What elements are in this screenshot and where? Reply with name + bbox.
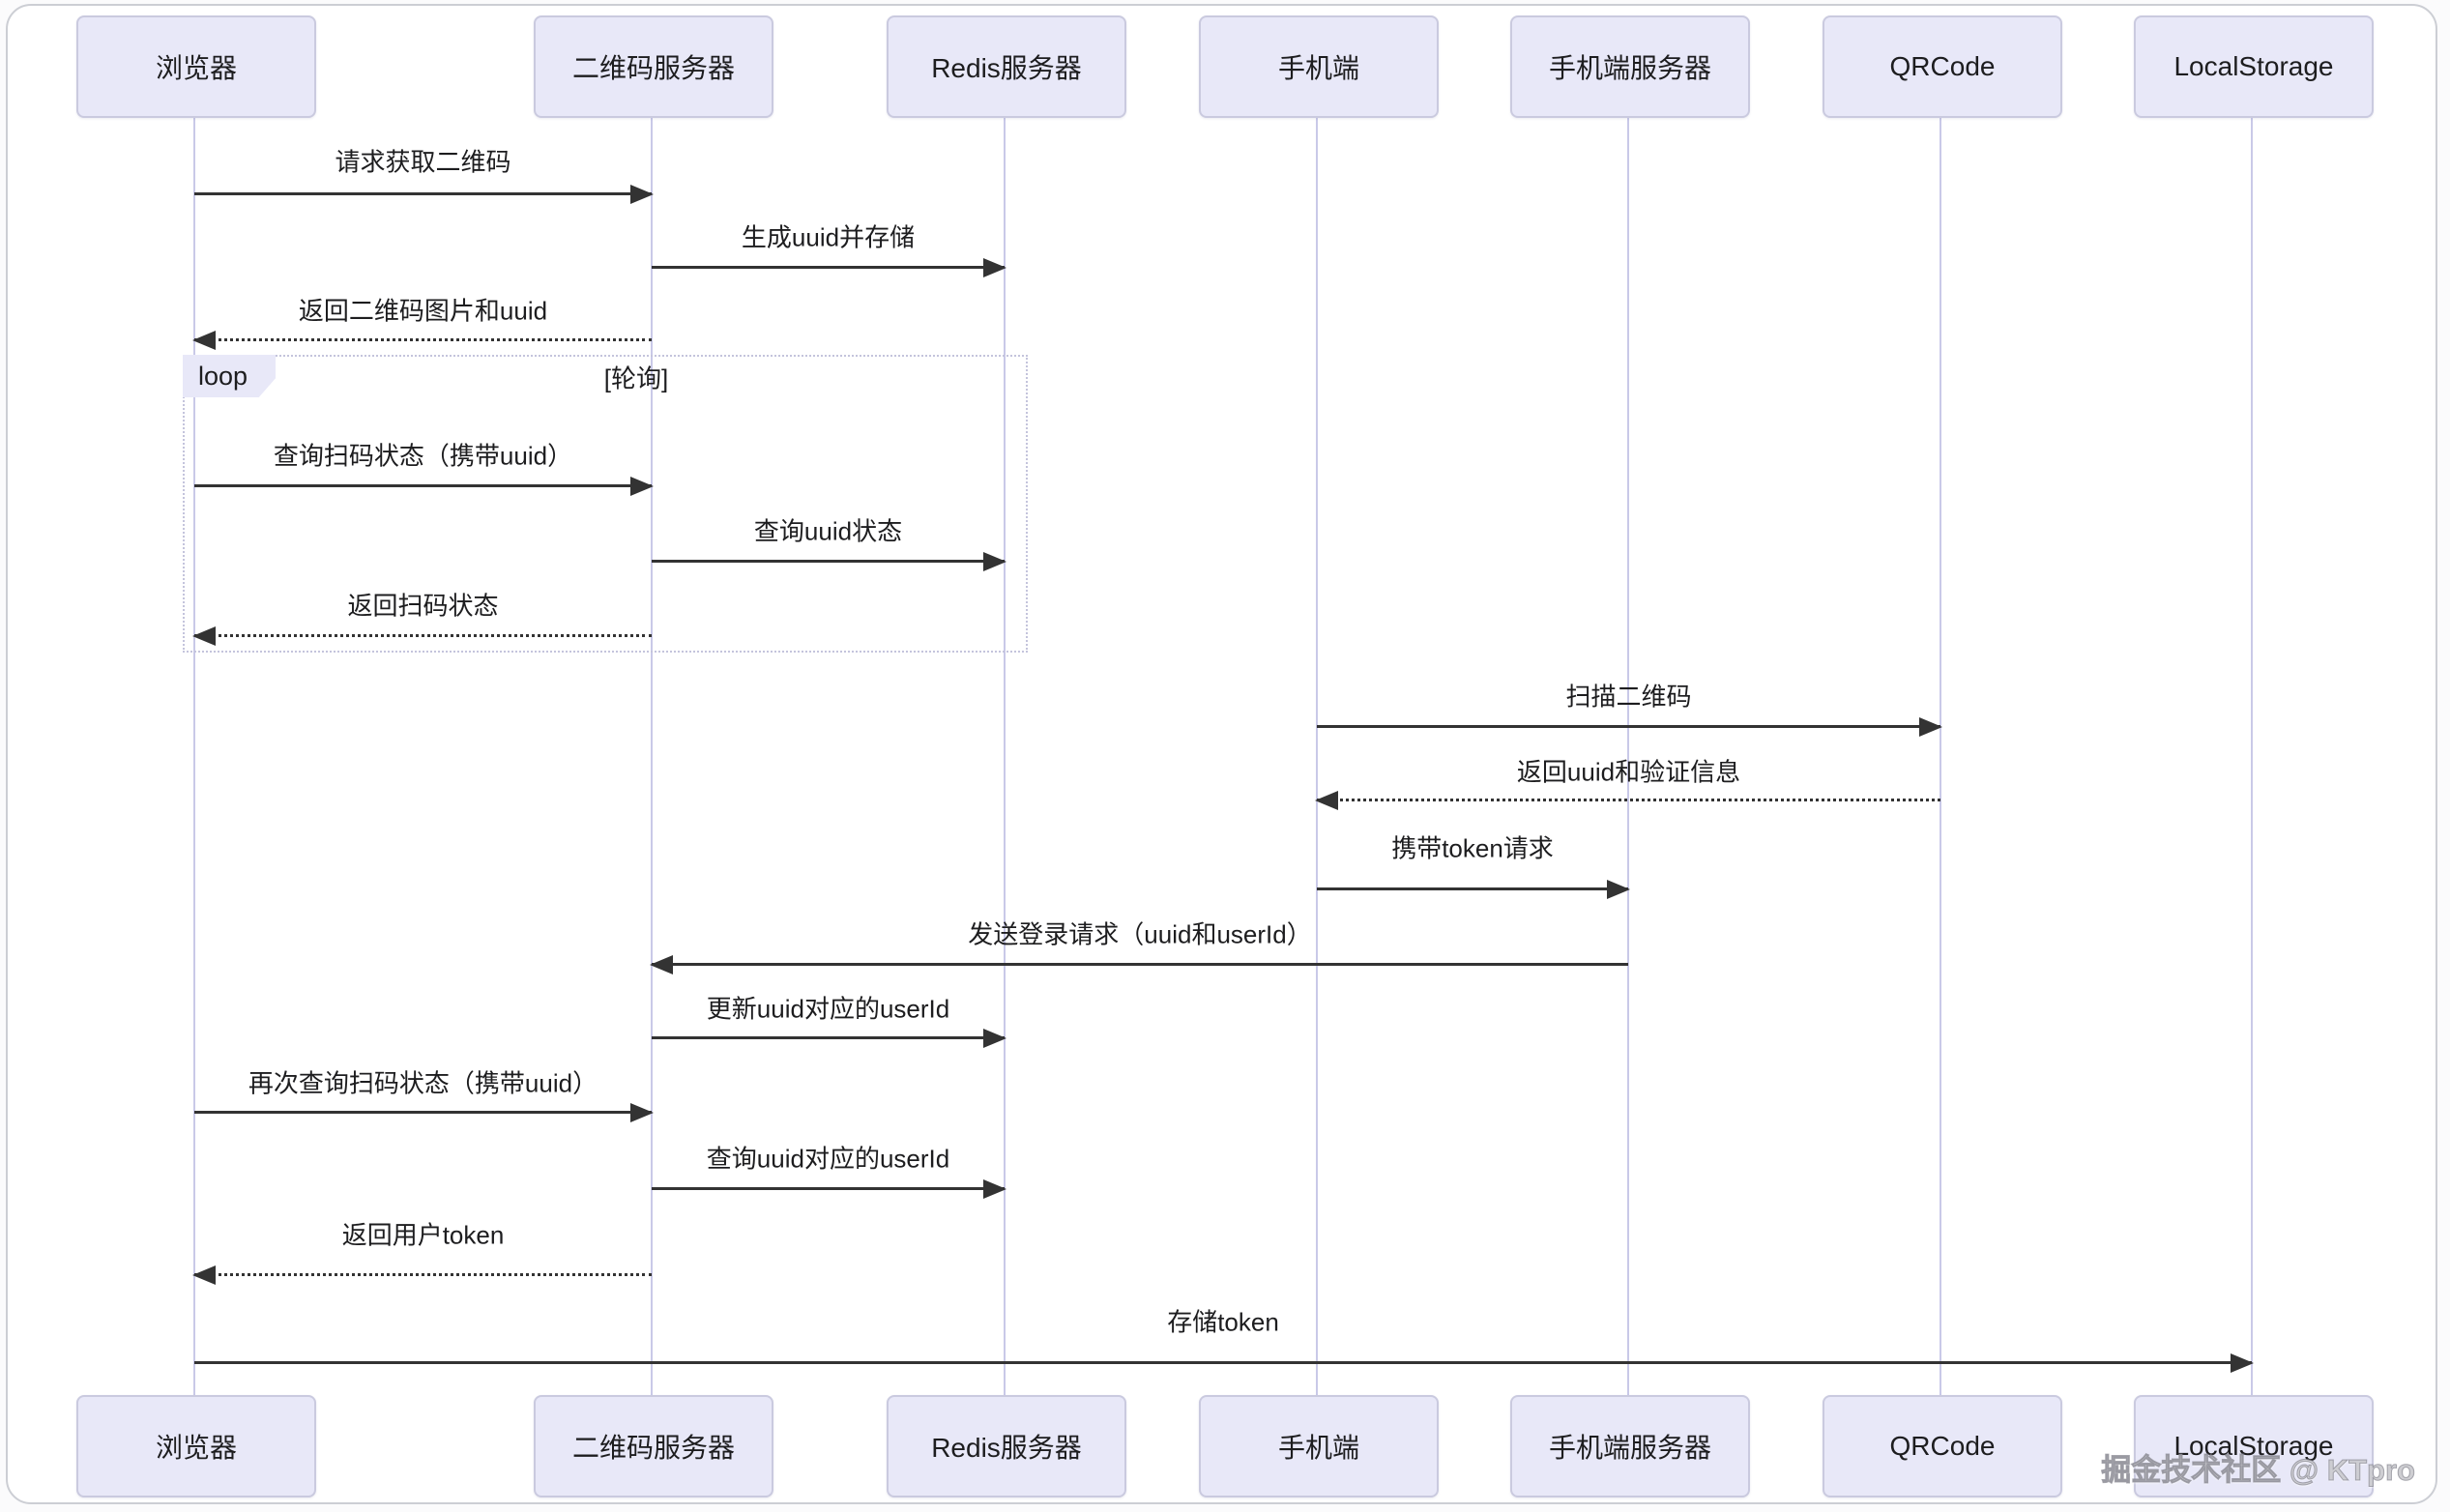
message-line-6 bbox=[1317, 717, 1942, 737]
message-line-2 bbox=[192, 331, 652, 350]
message-label-12: 查询uuid对应的userId bbox=[706, 1144, 950, 1174]
arrowhead-icon bbox=[2231, 1353, 2254, 1373]
message-label-13: 返回用户token bbox=[341, 1220, 505, 1250]
actor-bottom-mobileserver: 手机端服务器 bbox=[1510, 1395, 1750, 1497]
message-line-1 bbox=[652, 258, 1006, 277]
message-line-4 bbox=[652, 552, 1006, 571]
message-label-8: 携带token请求 bbox=[1391, 833, 1554, 863]
actor-top-mobile: 手机端 bbox=[1199, 15, 1439, 118]
message-label-10: 更新uuid对应的userId bbox=[706, 994, 950, 1024]
message-line-5 bbox=[192, 626, 652, 646]
message-line-9 bbox=[650, 955, 1628, 974]
arrowhead-icon bbox=[983, 1179, 1006, 1199]
actor-top-mobileserver: 手机端服务器 bbox=[1510, 15, 1750, 118]
actor-top-browser: 浏览器 bbox=[76, 15, 316, 118]
message-label-9: 发送登录请求（uuid和userId） bbox=[968, 919, 1312, 949]
arrowhead-icon bbox=[630, 185, 654, 204]
message-label-2: 返回二维码图片和uuid bbox=[298, 296, 548, 326]
message-label-4: 查询uuid状态 bbox=[753, 516, 903, 546]
watermark: 掘金技术社区 @ KTpro bbox=[2101, 1453, 2416, 1488]
actor-bottom-qrserver: 二维码服务器 bbox=[534, 1395, 773, 1497]
arrowhead-icon bbox=[192, 1265, 216, 1285]
lifeline-mobile bbox=[1316, 114, 1318, 1395]
lifeline-qrcode bbox=[1940, 114, 1941, 1395]
arrowhead-icon bbox=[630, 477, 654, 496]
diagram-canvas bbox=[6, 4, 2437, 1504]
actor-top-qrserver: 二维码服务器 bbox=[534, 15, 773, 118]
actor-top-redis: Redis服务器 bbox=[887, 15, 1126, 118]
message-line-0 bbox=[194, 185, 654, 204]
arrowhead-icon bbox=[192, 331, 216, 350]
message-label-11: 再次查询扫码状态（携带uuid） bbox=[248, 1068, 598, 1098]
arrowhead-icon bbox=[1607, 880, 1630, 899]
message-label-6: 扫描二维码 bbox=[1565, 682, 1692, 712]
message-line-11 bbox=[194, 1103, 654, 1122]
message-line-13 bbox=[192, 1265, 652, 1285]
message-line-12 bbox=[652, 1179, 1006, 1199]
actor-bottom-localstorage: LocalStorage bbox=[2134, 1395, 2374, 1497]
actor-top-localstorage: LocalStorage bbox=[2134, 15, 2374, 118]
arrowhead-icon bbox=[650, 955, 673, 974]
message-label-1: 生成uuid并存储 bbox=[741, 222, 916, 252]
actor-bottom-mobile: 手机端 bbox=[1199, 1395, 1439, 1497]
arrowhead-icon bbox=[1919, 717, 1942, 737]
lifeline-qrserver bbox=[651, 114, 653, 1395]
message-label-3: 查询扫码状态（携带uuid） bbox=[273, 441, 573, 471]
loop-label: loop bbox=[183, 355, 276, 397]
lifeline-mobileserver bbox=[1627, 114, 1629, 1395]
message-label-7: 返回uuid和验证信息 bbox=[1516, 757, 1741, 787]
message-line-3 bbox=[194, 477, 654, 496]
lifeline-browser bbox=[193, 114, 195, 1395]
message-label-0: 请求获取二维码 bbox=[335, 147, 511, 177]
actor-top-qrcode: QRCode bbox=[1823, 15, 2062, 118]
arrowhead-icon bbox=[983, 552, 1006, 571]
loop-frame: loop bbox=[183, 355, 1028, 653]
actor-bottom-qrcode: QRCode bbox=[1823, 1395, 2062, 1497]
message-line-8 bbox=[1317, 880, 1630, 899]
actor-bottom-browser: 浏览器 bbox=[76, 1395, 316, 1497]
lifeline-redis bbox=[1004, 114, 1006, 1395]
arrowhead-icon bbox=[983, 258, 1006, 277]
actor-bottom-redis: Redis服务器 bbox=[887, 1395, 1126, 1497]
message-line-14 bbox=[194, 1353, 2254, 1373]
arrowhead-icon bbox=[1315, 791, 1338, 810]
message-label-5: 返回扫码状态 bbox=[347, 591, 499, 621]
arrowhead-icon bbox=[983, 1029, 1006, 1048]
loop-condition: [轮询] bbox=[603, 363, 669, 393]
message-line-10 bbox=[652, 1029, 1006, 1048]
arrowhead-icon bbox=[630, 1103, 654, 1122]
message-label-14: 存储token bbox=[1167, 1307, 1279, 1337]
arrowhead-icon bbox=[192, 626, 216, 646]
message-line-7 bbox=[1315, 791, 1940, 810]
lifeline-localstorage bbox=[2251, 114, 2253, 1395]
